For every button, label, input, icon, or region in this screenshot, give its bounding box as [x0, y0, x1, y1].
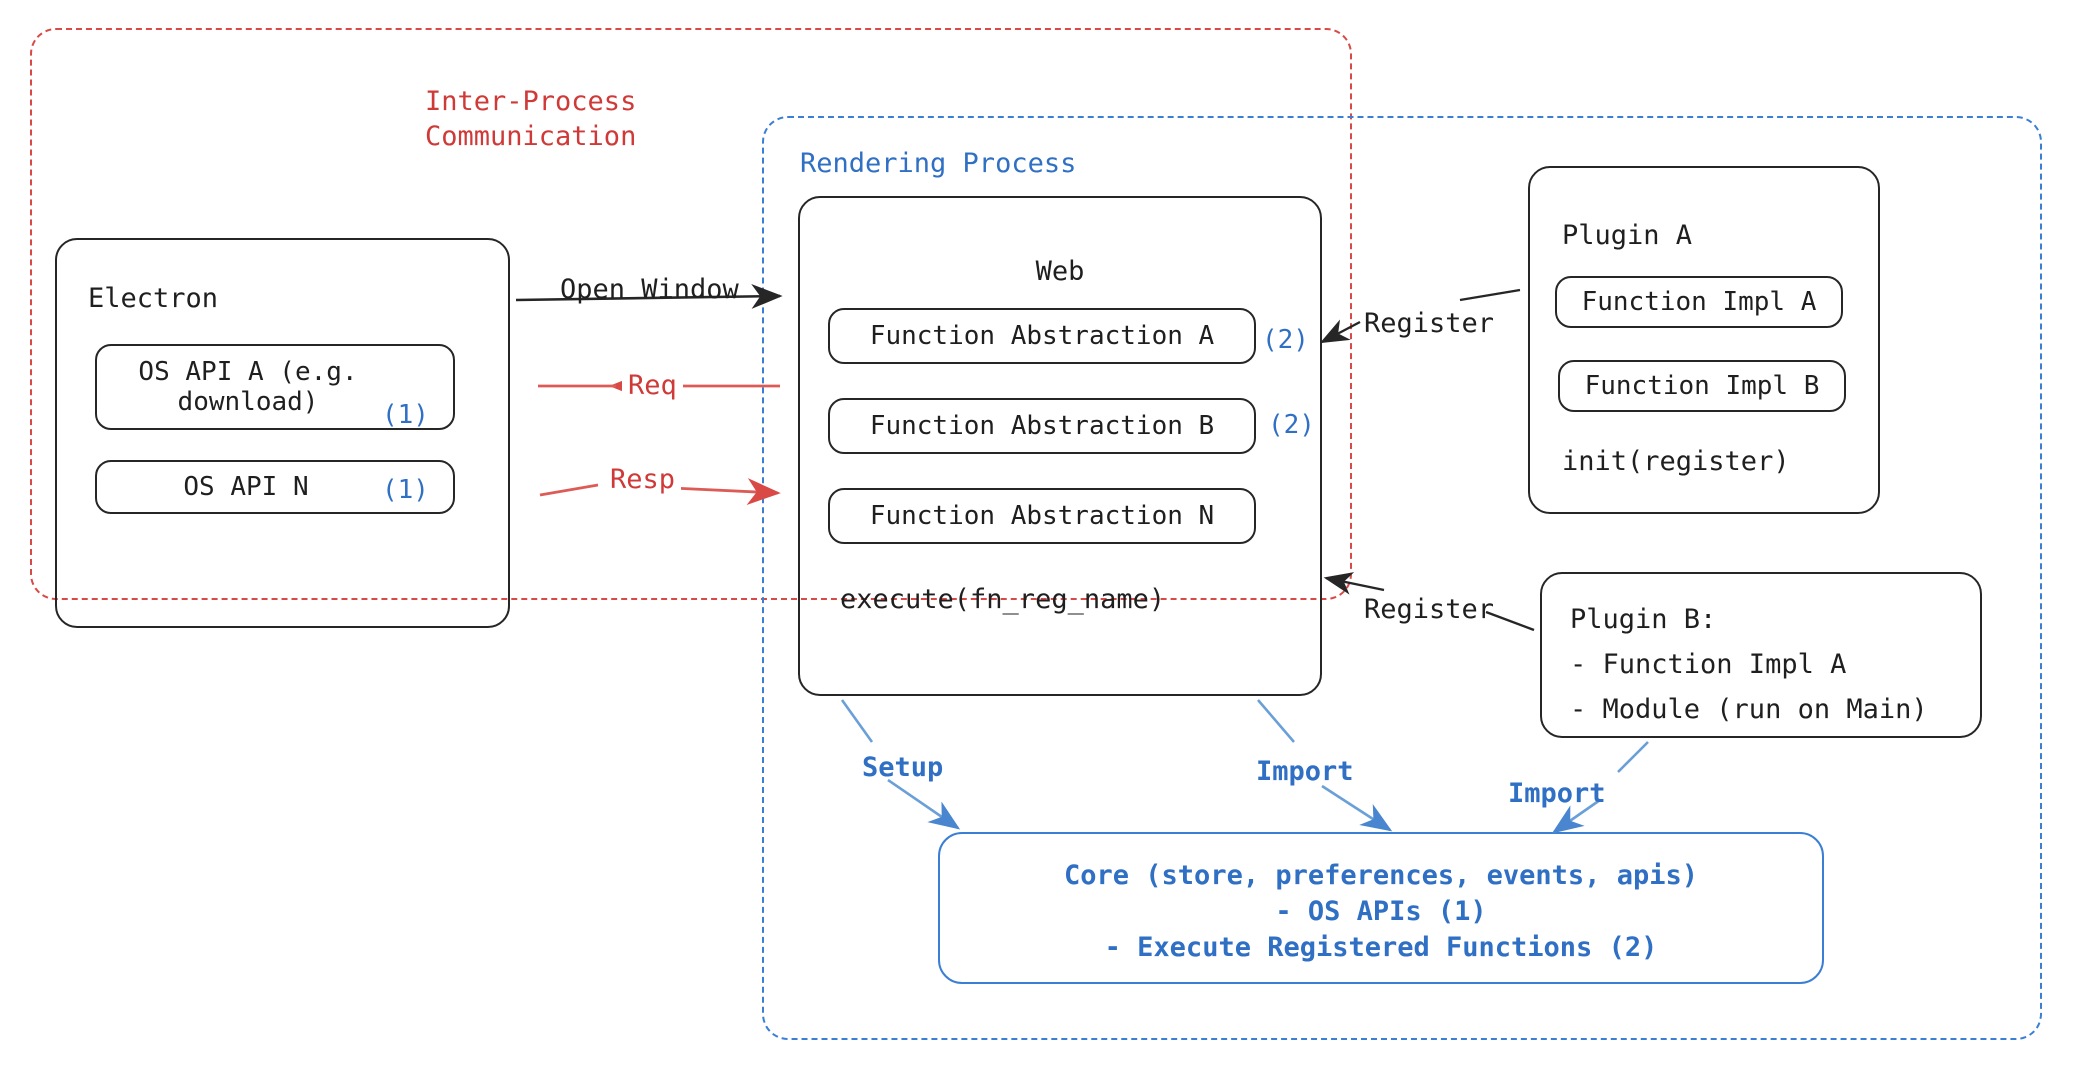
edge-label-req: Req — [622, 368, 683, 404]
plugin-a-function-impl-b-box[interactable]: Function Impl B — [1558, 360, 1846, 412]
plugin-a-init-label: init(register) — [1562, 446, 1790, 477]
web-execute-label: execute(fn_reg_name) — [840, 584, 1166, 615]
core-line-1: Core (store, preferences, events, apis) — [1064, 860, 1698, 891]
function-abstraction-b-label: Function Abstraction B — [869, 411, 1215, 441]
os-api-n-label: OS API N — [183, 472, 309, 502]
ipc-region-label-line2: Communication — [425, 121, 637, 152]
edge-label-import-right: Import — [1508, 778, 1606, 809]
core-line-3: - Execute Registered Functions (2) — [1104, 932, 1658, 963]
plugin-a-box — [1528, 166, 1880, 514]
os-api-n-box[interactable]: OS API N — [95, 460, 455, 514]
plugin-b-box — [1540, 572, 1982, 738]
edge-label-register-bottom: Register — [1364, 594, 1495, 625]
function-abstraction-n-box[interactable]: Function Abstraction N — [828, 488, 1256, 544]
core-box — [938, 832, 1824, 984]
plugin-a-function-impl-b-label: Function Impl B — [1584, 371, 1820, 401]
edge-label-register-top: Register — [1364, 308, 1495, 339]
plugin-b-line-2: - Module (run on Main) — [1570, 694, 1928, 725]
os-api-a-marker: (1) — [382, 400, 429, 430]
plugin-a-function-impl-a-box[interactable]: Function Impl A — [1555, 276, 1843, 328]
plugin-a-function-impl-a-label: Function Impl A — [1581, 287, 1817, 317]
ipc-region-boundary — [30, 28, 1352, 600]
plugin-a-title: Plugin A — [1562, 220, 1693, 251]
function-abstraction-a-box[interactable]: Function Abstraction A — [828, 308, 1256, 364]
electron-title: Electron — [88, 283, 219, 314]
os-api-a-box[interactable]: OS API A (e.g. download) — [95, 344, 455, 430]
function-abstraction-a-marker: (2) — [1262, 325, 1309, 355]
edge-label-resp: Resp — [604, 462, 682, 498]
plugin-b-title: Plugin B: — [1570, 604, 1717, 635]
os-api-n-marker: (1) — [382, 475, 429, 505]
web-title: Web — [1035, 256, 1085, 287]
web-box — [798, 196, 1322, 696]
function-abstraction-a-label: Function Abstraction A — [869, 321, 1215, 351]
edge-label-open-window: Open Window — [560, 274, 739, 305]
electron-box — [55, 238, 510, 628]
os-api-a-label: OS API A (e.g. download) — [138, 357, 358, 417]
edge-label-setup: Setup — [862, 752, 944, 783]
core-line-2: - OS APIs (1) — [1275, 896, 1487, 927]
rendering-process-label: Rendering Process — [800, 148, 1077, 179]
function-abstraction-n-label: Function Abstraction N — [869, 501, 1215, 531]
rendering-process-region-boundary — [762, 116, 2042, 1040]
plugin-b-line-1: - Function Impl A — [1570, 649, 1847, 680]
function-abstraction-b-box[interactable]: Function Abstraction B — [828, 398, 1256, 454]
function-abstraction-b-marker: (2) — [1268, 410, 1315, 440]
ipc-region-label-line1: Inter-Process — [425, 86, 637, 117]
edge-label-import-left: Import — [1256, 756, 1354, 787]
